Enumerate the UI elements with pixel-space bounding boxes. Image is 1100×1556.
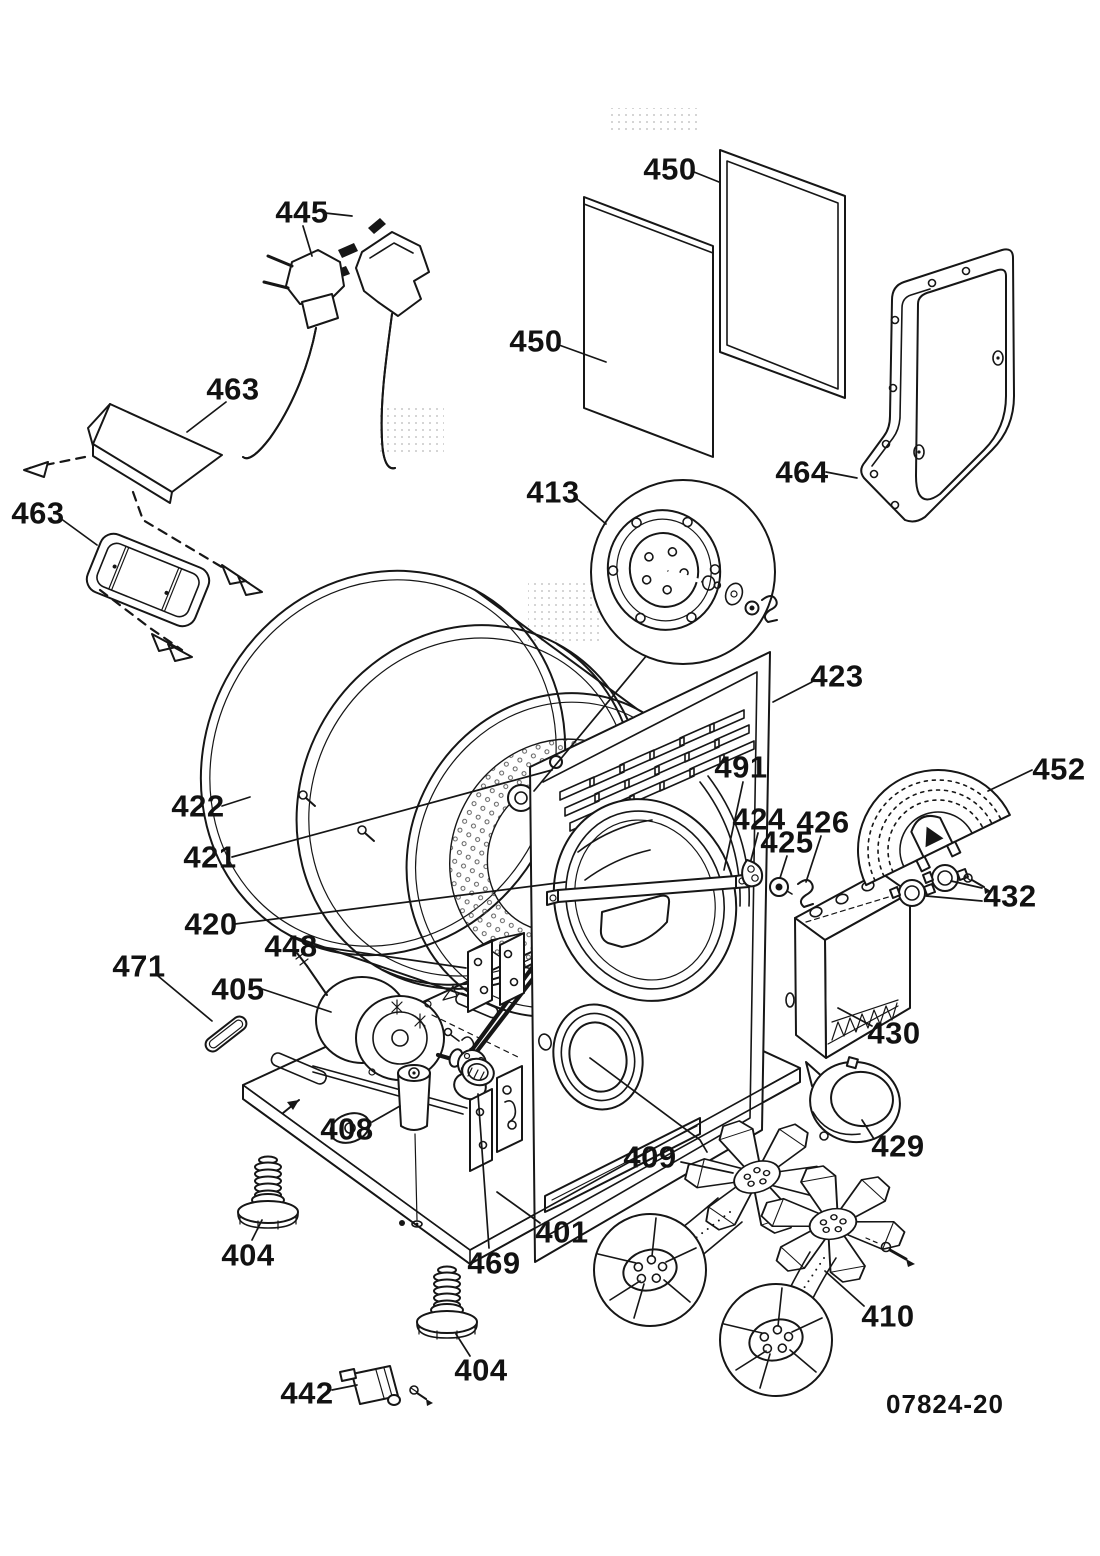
part-label-448: 448 <box>264 928 318 964</box>
part-label-463-top: 463 <box>206 371 260 407</box>
part-label-410: 410 <box>861 1298 915 1334</box>
motor <box>295 952 521 1081</box>
bearing-pad-425 <box>769 877 793 897</box>
rear-panel-left <box>583 196 714 458</box>
part-label-432: 432 <box>983 878 1037 914</box>
part-label-421: 421 <box>183 839 237 875</box>
part-label-471: 471 <box>112 948 166 984</box>
part-label-408: 408 <box>320 1111 374 1147</box>
part-label-469: 469 <box>467 1245 521 1281</box>
mounting-bracket <box>467 932 525 1013</box>
vent-frame <box>85 532 211 628</box>
leader-lines <box>59 171 1033 1391</box>
part-label-429: 429 <box>871 1128 925 1164</box>
fan-duct-opening <box>552 1003 644 1111</box>
bearing-detail-circle <box>533 479 778 792</box>
scan-artifacts <box>380 108 698 644</box>
part-label-413: 413 <box>526 474 580 510</box>
part-label-404-left: 404 <box>221 1237 275 1273</box>
part-label-450-top: 450 <box>643 151 697 187</box>
fan-hub-detail-left <box>593 1213 707 1327</box>
rear-duct-cover <box>860 248 1015 523</box>
foot-left <box>237 1155 299 1230</box>
part-label-445: 445 <box>275 194 329 230</box>
fan-grille <box>857 769 1011 887</box>
fan-hub-detail-right <box>719 1283 833 1397</box>
heater-assembly <box>785 871 939 1090</box>
part-label-423: 423 <box>810 658 864 694</box>
duct-ring <box>809 1056 901 1144</box>
thermostats <box>889 864 991 907</box>
part-label-442: 442 <box>280 1375 334 1411</box>
idler-roller <box>453 1057 495 1101</box>
part-label-425: 425 <box>760 824 814 860</box>
drum-glide-bar <box>546 873 750 906</box>
vent-deflector <box>87 403 223 504</box>
part-label-404-right: 404 <box>454 1352 508 1388</box>
part-label-491: 491 <box>714 749 768 785</box>
base-front-edge <box>242 1067 801 1265</box>
airflow-arrows <box>23 455 263 662</box>
grommet-424 <box>741 859 764 888</box>
capacitor <box>397 1064 431 1228</box>
part-label-422: 422 <box>171 788 225 824</box>
rear-panel-right <box>719 149 846 399</box>
tension-pad <box>204 1015 248 1053</box>
part-label-409: 409 <box>623 1139 677 1175</box>
part-label-452: 452 <box>1032 751 1086 787</box>
spring-clip-426 <box>797 879 814 908</box>
part-label-424: 424 <box>732 801 786 837</box>
door-switch <box>339 1365 433 1406</box>
part-label-405: 405 <box>211 971 265 1007</box>
part-label-420: 420 <box>184 906 238 942</box>
part-label-401: 401 <box>535 1214 589 1250</box>
part-label-464: 464 <box>775 454 829 490</box>
part-label-463-left: 463 <box>11 495 65 531</box>
fan-screw <box>865 1237 915 1267</box>
part-label-426: 426 <box>796 804 850 840</box>
warning-triangle-icon <box>925 826 944 848</box>
drawing-code: 07824-20 <box>886 1389 1004 1419</box>
part-label-430: 430 <box>867 1015 921 1051</box>
part-label-450-left: 450 <box>509 323 563 359</box>
power-cord-plugs <box>242 218 430 470</box>
bulkhead-panel <box>529 651 771 1263</box>
